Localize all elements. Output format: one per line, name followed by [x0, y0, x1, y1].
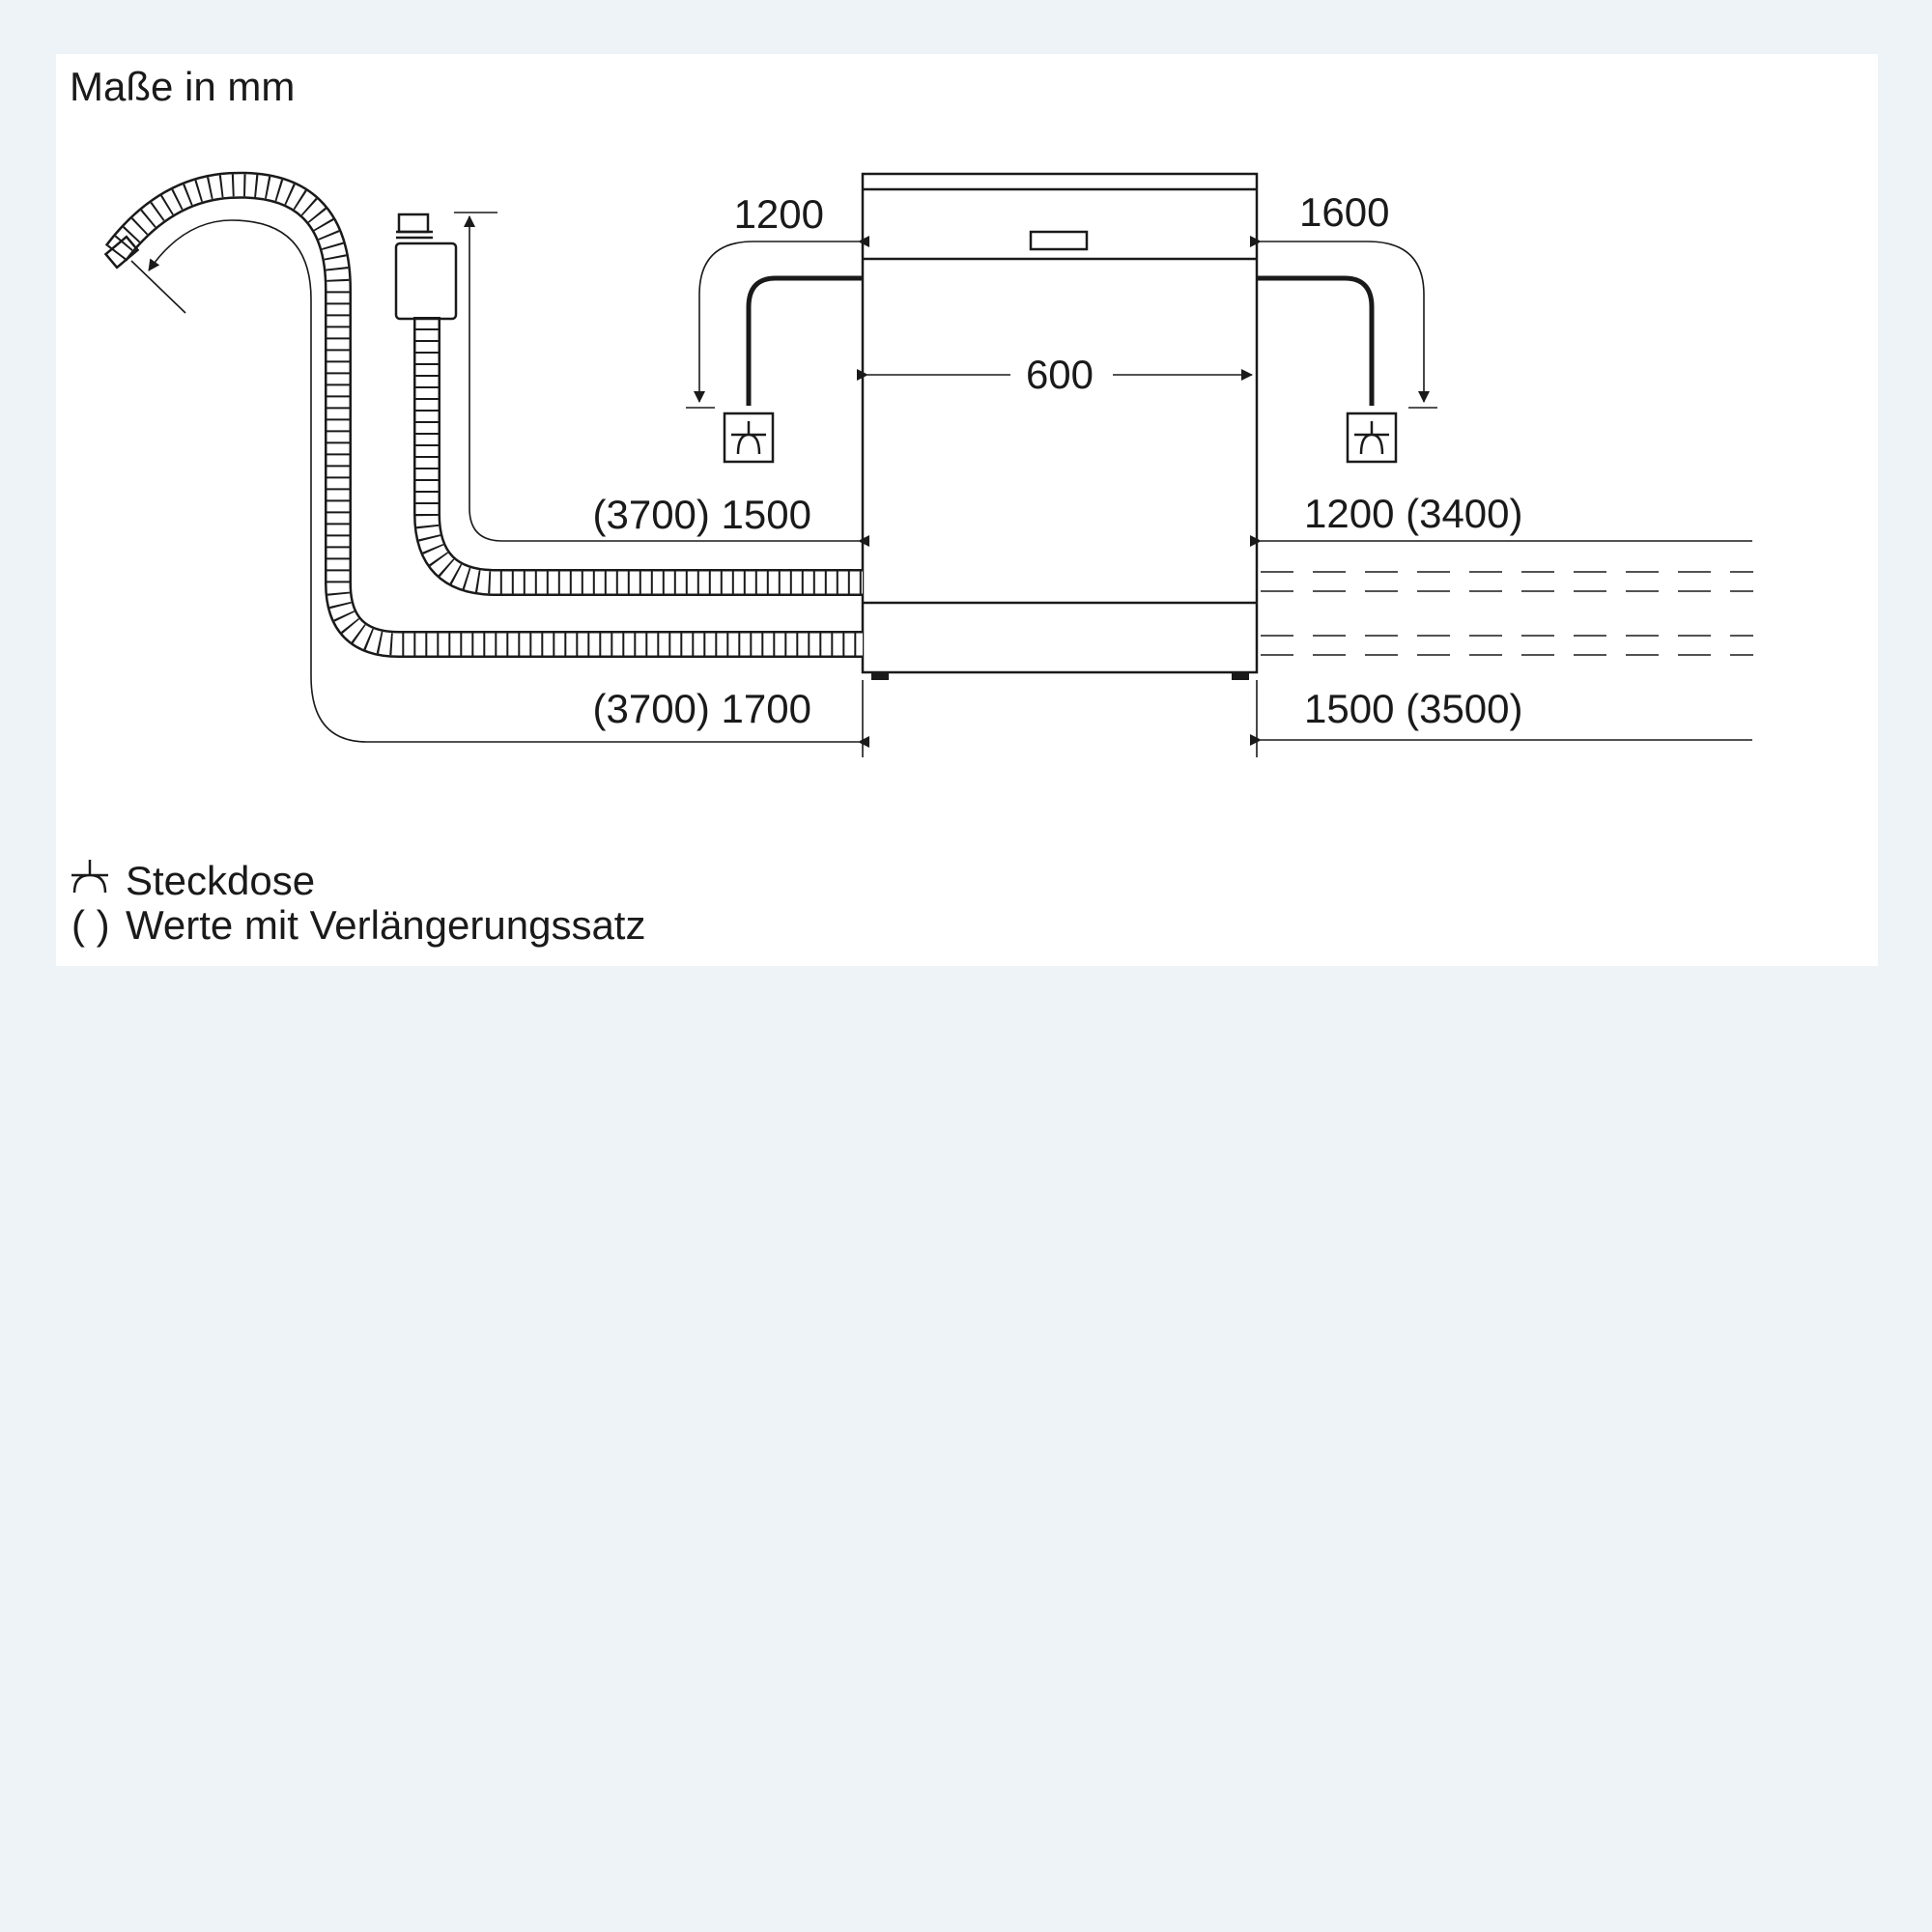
page-title: Maße in mm [70, 64, 295, 109]
inlet-left-label: (3700) 1500 [592, 492, 811, 537]
width-dimension: 600 [857, 352, 1253, 397]
power-right-label: 1600 [1299, 189, 1389, 235]
inlet-right-dimension: 1200 (3400) [1250, 491, 1752, 547]
socket-symbol-icon [71, 860, 108, 894]
legend-socket-label: Steckdose [126, 858, 315, 903]
power-left-label: 1200 [734, 191, 824, 237]
foot-right [1232, 672, 1249, 680]
drain-hose-end [103, 235, 140, 270]
width-label: 600 [1026, 352, 1094, 397]
drain-dimension: (3700) 1700 [130, 219, 869, 757]
right-hose-paths [1261, 571, 1753, 656]
legend-paren-symbol: ( ) [71, 902, 110, 948]
control-display [1029, 230, 1089, 251]
power-right-dimension: 1600 [1250, 189, 1437, 409]
drain-left-label: (3700) 1700 [592, 686, 811, 731]
legend: Steckdose ( ) Werte mit Verlängerungssat… [71, 858, 645, 948]
foot-left [871, 672, 889, 680]
legend-paren-label: Werte mit Verlängerungssatz [126, 902, 645, 948]
socket-right-icon [1346, 412, 1398, 464]
drain-right-label: 1500 (3500) [1304, 686, 1523, 731]
drain-right-dimension: 1500 (3500) [1250, 680, 1752, 757]
inlet-right-label: 1200 (3400) [1304, 491, 1523, 536]
